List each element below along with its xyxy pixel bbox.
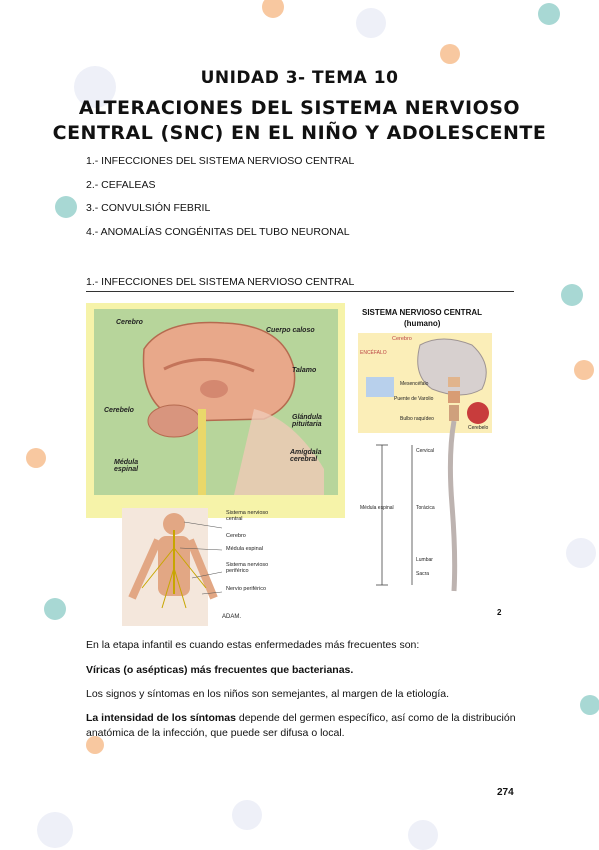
toc-list: 1.- INFECCIONES DEL SISTEMA NERVIOSO CEN… [86, 155, 354, 249]
label-snc-cerebro: Cerebro [392, 336, 412, 342]
label-nervio: Nervio periférico [226, 586, 267, 592]
decor-dot [37, 812, 73, 848]
adam-logo: ADAM. [222, 614, 242, 620]
snc-illustration [358, 333, 492, 592]
label-amigdala: Amígdala cerebral [290, 449, 322, 463]
decor-dot [566, 538, 596, 568]
label-mesencefalo: Mesencéfalo [400, 381, 429, 387]
page-title-line2: CENTRAL (SNC) EN EL NIÑO Y ADOLESCENTE [52, 122, 547, 144]
label-toracica: Torácica [416, 505, 435, 511]
label-medula: Médula espinal [114, 459, 139, 473]
toc-item: 4.- ANOMALÍAS CONGÉNITAS DEL TUBO NEURON… [86, 225, 350, 238]
figure-number: 2 [497, 608, 502, 617]
label-sacra: Sacra [416, 571, 430, 577]
decor-dot [74, 66, 116, 108]
label-medula-body: Médula espinal [226, 546, 263, 552]
body-figure: Sistema nervioso central Cerebro Médula … [122, 508, 290, 626]
page-title-line1: ALTERACIONES DEL SISTEMA NERVIOSO [78, 97, 521, 119]
toc-item: 1.- INFECCIONES DEL SISTEMA NERVIOSO CEN… [86, 155, 355, 167]
label-glandula: Glándula pituitaria [292, 414, 322, 428]
decor-dot [26, 448, 46, 468]
label-cervical: Cervical [416, 448, 435, 454]
label-snp: Sistema nervioso periférico [226, 562, 269, 574]
decor-dot [408, 820, 438, 850]
decor-dot [44, 598, 66, 620]
label-snc: Sistema nervioso central [226, 510, 269, 522]
page-number: 274 [497, 787, 514, 798]
decor-dot [580, 695, 599, 715]
paragraph-mixed: La intensidad de los síntomas depende de… [86, 711, 516, 741]
label-snc-medula: Médula espinal [360, 505, 394, 511]
label-encefalo: ENCÉFALO [360, 350, 387, 356]
label-cerebro-body: Cerebro [226, 533, 246, 539]
label-cerebelo: Cerebelo [104, 407, 134, 414]
snc-figure-title: SISTEMA NERVIOSO CENTRAL [362, 308, 483, 317]
paragraph-bold: Víricas (o asépticas) más frecuentes que… [86, 664, 354, 676]
unit-title: UNIDAD 3- TEMA 10 [200, 68, 399, 88]
decor-dot [86, 736, 104, 754]
snc-figure-subtitle: (humano) [404, 319, 441, 328]
brain-figure-panel: Cerebro Cuerpo caloso Talamo Cerebelo Gl… [94, 309, 338, 495]
decor-dot [538, 3, 560, 25]
decor-dot [440, 44, 460, 64]
toc-item: 2.- CEFALEAS [86, 178, 156, 191]
brain-illustration [142, 321, 324, 495]
paragraph: En la etapa infantil es cuando estas enf… [86, 639, 420, 651]
snc-figure: SISTEMA NERVIOSO CENTRAL (humano) Cerebr… [352, 305, 502, 595]
label-talamo: Talamo [292, 367, 317, 374]
label-bulbo: Bulbo raquídeo [400, 416, 434, 422]
brain-figure: Cerebro Cuerpo caloso Talamo Cerebelo Gl… [86, 303, 345, 518]
section-heading: 1.- INFECCIONES DEL SISTEMA NERVIOSO CEN… [86, 276, 514, 292]
page-title: ALTERACIONES DEL SISTEMA NERVIOSO CENTRA… [0, 96, 599, 146]
decor-dot [55, 196, 77, 218]
decor-dot [561, 284, 583, 306]
body-illustration [122, 508, 223, 626]
paragraph-rest: depende del germen específico, así como … [86, 712, 516, 739]
label-cuerpo-calloso: Cuerpo caloso [266, 327, 315, 334]
label-lumbar: Lumbar [416, 557, 433, 563]
label-snc-cerebelo: Cerebelo [468, 425, 489, 431]
toc-item: 3.- CONVULSIÓN FEBRIL [86, 202, 211, 214]
decor-dot [574, 360, 594, 380]
label-puente: Puente de Varolio [394, 396, 434, 402]
decor-dot [262, 0, 284, 18]
decor-dot [232, 800, 262, 830]
decor-dot [356, 8, 386, 38]
paragraph: Los signos y síntomas en los niños son s… [86, 688, 450, 700]
paragraph-bold-lead: La intensidad de los síntomas [86, 712, 236, 724]
label-cerebro: Cerebro [116, 319, 143, 326]
